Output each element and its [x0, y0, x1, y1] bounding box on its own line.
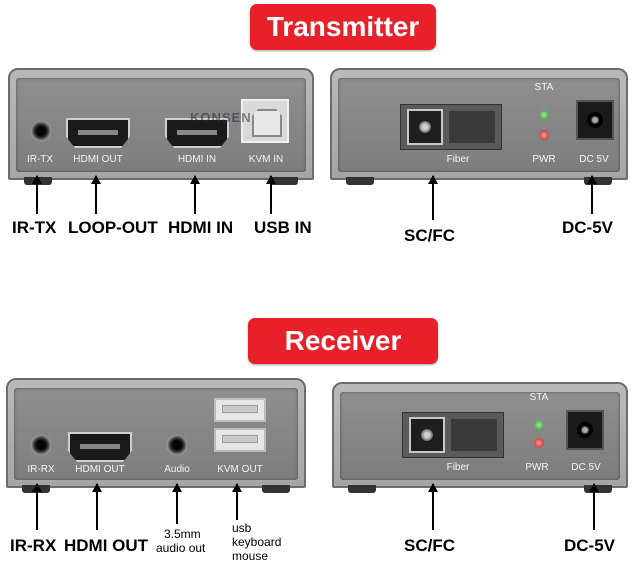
pwr-led	[534, 438, 544, 448]
arrow-dc-5v	[589, 483, 599, 530]
receiver-front-panel: IR-RX HDMI OUT Audio KVM OUT	[6, 378, 306, 493]
arrow-usb-in	[266, 175, 276, 214]
arrow-dc-5v	[587, 175, 597, 214]
caption-hdmi-out: HDMI OUT	[64, 536, 149, 555]
caption-hdmi-in: HDMI IN	[168, 218, 234, 237]
arrow-hdmi-out	[92, 483, 102, 530]
brand-watermark: KONSEN	[190, 110, 252, 125]
panel-foot	[584, 177, 612, 185]
label-pwr: PWR	[532, 154, 556, 165]
receiver-rear-panel: STA Fiber PWR DC 5V	[332, 382, 628, 493]
label-kvm-in: KVM IN	[248, 154, 284, 165]
sc-fc-fiber-port	[402, 412, 504, 458]
caption-sc-fc: SC/FC	[404, 226, 455, 245]
dc-power-jack	[576, 100, 614, 140]
transmitter-rear-panel: STA Fiber PWR DC 5V	[330, 68, 628, 185]
kvm-in-usb-b-port	[241, 99, 289, 143]
caption-usb: usb	[232, 521, 252, 535]
panel-foot	[346, 177, 374, 185]
caption-3-5mm: 3.5mm	[164, 527, 201, 541]
label-sta: STA	[534, 82, 554, 93]
arrow-ir-tx	[32, 175, 42, 214]
arrow-audio-out	[172, 483, 182, 524]
sta-led	[534, 420, 544, 430]
audio-jack	[166, 434, 188, 456]
transmitter-title: Transmitter	[250, 4, 436, 50]
hdmi-out-port	[68, 432, 132, 462]
caption-ir-tx: IR-TX	[12, 218, 57, 237]
hdmi-in-port	[165, 118, 229, 148]
arrow-loop-out	[91, 175, 101, 214]
label-fiber: Fiber	[446, 462, 470, 473]
caption-loop-out: LOOP-OUT	[68, 218, 158, 237]
ir-tx-jack	[30, 120, 52, 142]
arrow-sc-fc	[428, 175, 438, 220]
arrow-ir-rx	[32, 483, 42, 530]
kvm-usb-a-port-top	[214, 398, 266, 422]
kvm-usb-a-port-bottom	[214, 428, 266, 452]
arrow-sc-fc	[428, 483, 438, 530]
label-pwr: PWR	[525, 462, 549, 473]
arrow-usb-keyboard-mouse	[232, 483, 242, 520]
label-fiber: Fiber	[446, 154, 470, 165]
caption-keyboard: keyboard	[232, 535, 282, 549]
panel-foot	[270, 177, 298, 185]
label-kvm-out: KVM OUT	[217, 464, 263, 475]
label-ir-rx: IR-RX	[27, 464, 55, 475]
caption-ir-rx: IR-RX	[10, 536, 57, 555]
label-hdmi-out: HDMI OUT	[75, 464, 125, 475]
label-dc-5v: DC 5V	[571, 462, 601, 473]
label-dc-5v: DC 5V	[579, 154, 609, 165]
label-hdmi-out: HDMI OUT	[73, 154, 123, 165]
hdmi-out-port	[66, 118, 130, 148]
caption-usb-in: USB IN	[254, 218, 312, 237]
caption-sc-fc: SC/FC	[404, 536, 455, 555]
panel-foot	[262, 485, 290, 493]
caption-dc-5v: DC-5V	[564, 536, 616, 555]
sc-fc-fiber-port	[400, 104, 502, 150]
label-hdmi-in: HDMI IN	[177, 154, 217, 165]
dc-power-jack	[566, 410, 604, 450]
caption-mouse: mouse	[232, 549, 269, 563]
label-ir-tx: IR-TX	[26, 154, 54, 165]
caption-audio-out: audio out	[156, 541, 206, 555]
caption-dc-5v: DC-5V	[562, 218, 614, 237]
label-audio: Audio	[164, 464, 190, 475]
panel-foot	[348, 485, 376, 493]
arrow-hdmi-in	[190, 175, 200, 214]
ir-rx-jack	[30, 434, 52, 456]
sta-led	[539, 110, 549, 120]
transmitter-front-panel: KONSEN IR-TX HDMI OUT HDMI IN KVM IN	[8, 68, 314, 185]
pwr-led	[539, 130, 549, 140]
label-sta: STA	[529, 392, 549, 403]
receiver-title: Receiver	[248, 318, 438, 364]
